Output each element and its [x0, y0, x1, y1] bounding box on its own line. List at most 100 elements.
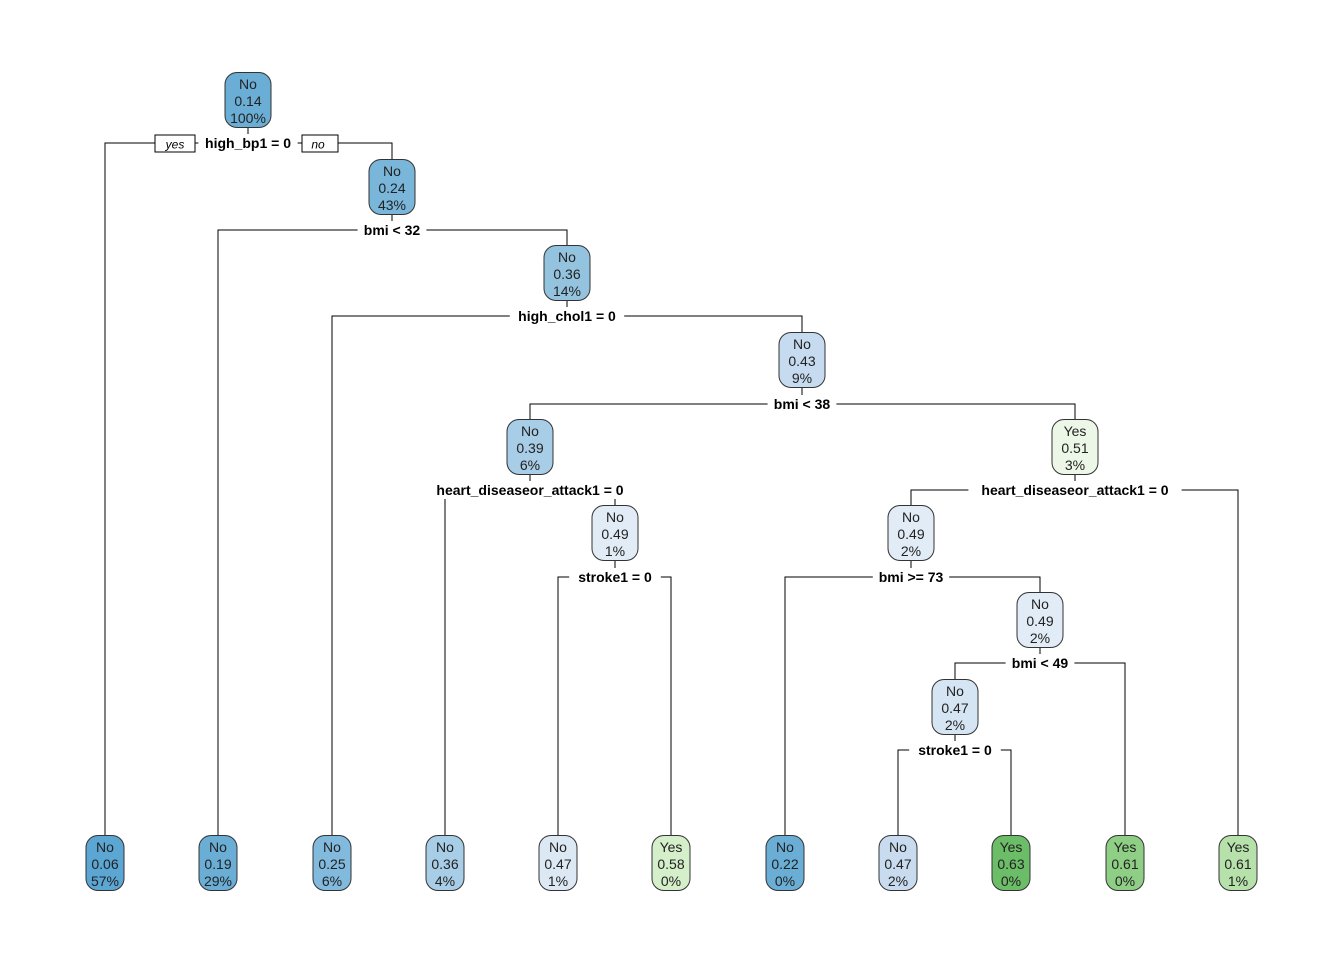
node-cls: No [889, 839, 907, 855]
split-label: heart_diseaseor_attack1 = 0 [436, 482, 623, 498]
node-cls: No [383, 163, 401, 179]
split-label: high_bp1 = 0 [205, 135, 291, 151]
node-pct: 0% [775, 873, 795, 889]
split-label-bg [357, 221, 427, 239]
node-pct: 57% [91, 873, 119, 889]
node-pct: 9% [792, 370, 812, 386]
node-cls: No [521, 423, 539, 439]
leaf-node: No0.256% [312, 835, 352, 891]
node-box [1218, 835, 1258, 891]
node-pct: 100% [230, 110, 266, 126]
node-box [765, 835, 805, 891]
edge-s30 [444, 489, 616, 836]
split-label-bg [509, 307, 625, 325]
node-prob: 0.06 [91, 856, 118, 872]
node-box [506, 419, 554, 475]
split-label-bg [968, 481, 1182, 499]
tree-nodes: No0.14100%No0.2443%No0.3614%No0.439%No0.… [85, 72, 1258, 891]
node-box [591, 505, 639, 561]
node-pct: 2% [888, 873, 908, 889]
edge-s7 [331, 315, 803, 836]
node-pct: 0% [1001, 873, 1021, 889]
node-box [425, 835, 465, 891]
yes-label-box [154, 134, 196, 153]
split-label: high_chol1 = 0 [518, 308, 616, 324]
edge-s1 [104, 142, 393, 836]
node-prob: 0.61 [1224, 856, 1251, 872]
node-cls: Yes [1064, 423, 1087, 439]
node-box [198, 835, 238, 891]
leaf-node: No0.471% [538, 835, 578, 891]
split-label-bg [423, 481, 637, 499]
node-cls: No [436, 839, 454, 855]
node-pct: 1% [605, 543, 625, 559]
node-cls: No [606, 509, 624, 525]
node-pct: 29% [204, 873, 232, 889]
split-label-bg [198, 134, 298, 152]
node-cls: No [558, 249, 576, 265]
split-label: bmi >= 73 [879, 569, 944, 585]
node-cls: No [239, 76, 257, 92]
node-cls: No [793, 336, 811, 352]
node-cls: Yes [1000, 839, 1023, 855]
yes-no-labels: yes no [154, 134, 339, 153]
node-prob: 0.47 [941, 700, 968, 716]
node-box [368, 159, 416, 215]
node-box [651, 835, 691, 891]
node-prob: 0.49 [1026, 613, 1053, 629]
internal-node: No0.472% [931, 679, 979, 735]
node-cls: No [1031, 596, 1049, 612]
node-box [1051, 419, 1099, 475]
node-prob: 0.19 [204, 856, 231, 872]
edge-s250 [897, 749, 1012, 836]
split-label: stroke1 = 0 [578, 569, 652, 585]
node-pct: 3% [1065, 457, 1085, 473]
split-label-bg [1005, 654, 1075, 672]
node-pct: 4% [435, 873, 455, 889]
node-pct: 6% [322, 873, 342, 889]
node-prob: 0.49 [601, 526, 628, 542]
node-prob: 0.24 [378, 180, 405, 196]
node-pct: 43% [378, 197, 406, 213]
split-label-bg [569, 568, 661, 586]
node-cls: No [549, 839, 567, 855]
node-box [224, 72, 272, 128]
node-box [878, 835, 918, 891]
node-box [85, 835, 125, 891]
node-prob: 0.36 [553, 266, 580, 282]
split-label: bmi < 38 [774, 396, 831, 412]
leaf-node: No0.472% [878, 835, 918, 891]
node-box [991, 835, 1031, 891]
node-box [1105, 835, 1145, 891]
node-box [778, 332, 826, 388]
node-cls: No [946, 683, 964, 699]
edge-s62 [784, 576, 1041, 836]
node-box [312, 835, 352, 891]
split-label-bg [872, 568, 950, 586]
internal-node: No0.439% [778, 332, 826, 388]
node-pct: 0% [661, 873, 681, 889]
node-pct: 2% [901, 543, 921, 559]
node-prob: 0.51 [1061, 440, 1088, 456]
split-label-bg [909, 741, 1001, 759]
leaf-node: No0.220% [765, 835, 805, 891]
node-pct: 14% [553, 283, 581, 299]
internal-node: No0.492% [887, 505, 935, 561]
internal-node: No0.492% [1016, 592, 1064, 648]
node-prob: 0.22 [771, 856, 798, 872]
node-pct: 1% [1228, 873, 1248, 889]
internal-node: No0.396% [506, 419, 554, 475]
yes-label: yes [165, 138, 185, 152]
node-box [1016, 592, 1064, 648]
node-pct: 2% [1030, 630, 1050, 646]
node-cls: No [209, 839, 227, 855]
node-prob: 0.61 [1111, 856, 1138, 872]
node-cls: No [776, 839, 794, 855]
